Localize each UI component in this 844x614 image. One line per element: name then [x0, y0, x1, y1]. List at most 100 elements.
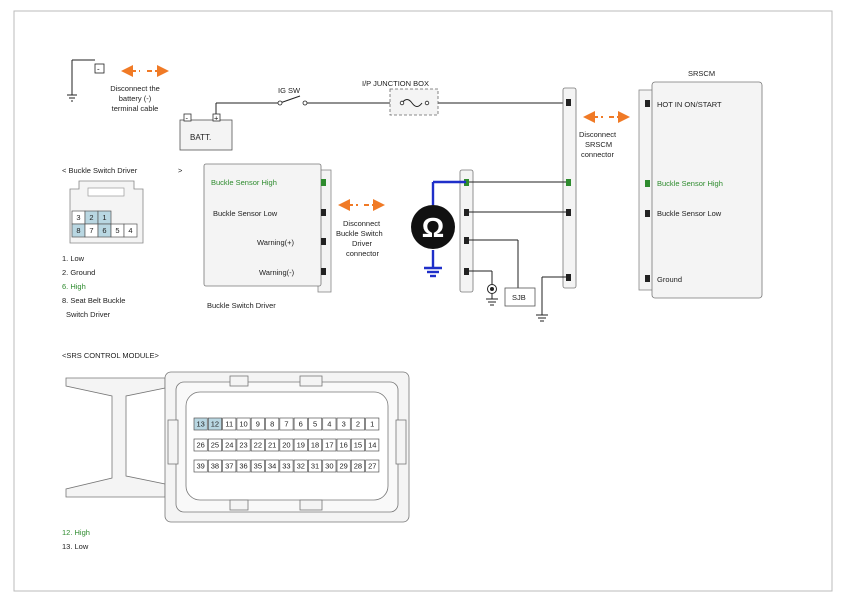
srs-pin-15: 15: [354, 441, 362, 450]
ig-switch-contact-b: [302, 100, 308, 106]
buckle-connector-title: < Buckle Switch Driver: [62, 166, 138, 175]
battery-disconnect-line-1: Disconnect the: [110, 84, 160, 93]
srs-pin-7: 7: [284, 420, 288, 429]
buckle-pin-1: 1: [102, 213, 106, 222]
srs-pin-25-cell: [207, 438, 222, 452]
driver-module-box: [203, 163, 322, 287]
srs-pin-33: 33: [282, 462, 290, 471]
junction-box: [389, 88, 439, 116]
diagram-frame: [13, 10, 833, 592]
srs-pin-5-cell: [308, 417, 323, 431]
srs-pin-1-cell: [365, 417, 380, 431]
sjb-box: [504, 287, 536, 307]
srs-pin-11: 11: [225, 420, 233, 429]
srscm-pin-high: Buckle Sensor High: [657, 179, 723, 188]
buckle-pin-6: 6: [102, 226, 106, 235]
srscm-pin-low: Buckle Sensor Low: [657, 209, 722, 218]
srs-pin-36-cell: [236, 459, 251, 473]
srs-pin-33-cell: [279, 459, 294, 473]
srs-pin-23: 23: [239, 441, 247, 450]
ohmmeter-probe: [424, 180, 466, 278]
srs-pin-8-cell: [265, 417, 280, 431]
srs-pin-17-cell: [322, 438, 337, 452]
srs-pin-39-cell: [193, 459, 208, 473]
srs-pin-5: 5: [313, 420, 317, 429]
buckle-legend-2: 2. Ground: [62, 268, 95, 277]
ohm-symbol: Ω: [422, 212, 444, 243]
ohmmeter-icon: [411, 205, 455, 249]
harness-wires: [469, 181, 566, 315]
buckle-pin-5: 5: [115, 226, 119, 235]
srs-pin-2: 2: [356, 420, 360, 429]
srs-pin-14-cell: [365, 438, 380, 452]
srs-pin-11-cell: [222, 417, 237, 431]
srs-pin-22-cell: [250, 438, 265, 452]
driver-pin-warning-plus: Warning(+): [257, 238, 295, 247]
srs-pin-29-cell: [336, 459, 351, 473]
ig-sw-label: IG SW: [278, 86, 301, 95]
srscm-disconnect-line-1: Disconnect: [579, 130, 617, 139]
srs-pin-21: 21: [268, 441, 276, 450]
srs-pin-30: 30: [325, 462, 333, 471]
srs-pin-3-cell: [336, 417, 351, 431]
srs-pin-39: 39: [196, 462, 204, 471]
srs-pin-35: 35: [254, 462, 262, 471]
fuse-icon: [401, 99, 423, 107]
srs-pin-8: 8: [270, 420, 274, 429]
srs-pin-14: 14: [368, 441, 376, 450]
srs-pin-10: 10: [239, 420, 247, 429]
srs-pin-36: 36: [239, 462, 247, 471]
driver-disconnect-line-4: connector: [346, 249, 379, 258]
driver-disconnect-line-1: Disconnect: [343, 219, 381, 228]
srs-pin-30-cell: [322, 459, 337, 473]
driver-harness-connector: [459, 169, 474, 293]
buckle-legend-1: 1. Low: [62, 254, 85, 263]
srs-legend-2: 13. Low: [62, 542, 89, 551]
ground-symbol-srscm: [536, 314, 548, 322]
buckle-pin-8: 8: [76, 226, 80, 235]
srs-pin-18-cell: [308, 438, 323, 452]
srs-pin-4-cell: [322, 417, 337, 431]
srs-pin-19-cell: [293, 438, 308, 452]
buckle-connector-arrow-mark: >: [178, 166, 183, 175]
srs-pin-20: 20: [282, 441, 290, 450]
srs-pin-15-cell: [350, 438, 365, 452]
buckle-legend-4: 8. Seat Belt Buckle: [62, 296, 125, 305]
battery-neg-terminal: -: [186, 114, 189, 123]
battery-label: BATT.: [190, 133, 211, 142]
srs-pin-23-cell: [236, 438, 251, 452]
srs-pin-18: 18: [311, 441, 319, 450]
srs-pin-35-cell: [250, 459, 265, 473]
battery-pos-terminal: +: [214, 114, 219, 123]
buckle-pin-4: 4: [128, 226, 132, 235]
battery-disconnect-line-2: battery (-): [119, 94, 152, 103]
srs-pin-24: 24: [225, 441, 233, 450]
srscm-disconnect-line-3: connector: [581, 150, 614, 159]
srs-pin-21-cell: [265, 438, 280, 452]
srs-pin-38: 38: [211, 462, 219, 471]
srs-pin-22: 22: [254, 441, 262, 450]
srs-pin-16: 16: [339, 441, 347, 450]
srs-pin-31-cell: [308, 459, 323, 473]
srs-pin-32-cell: [293, 459, 308, 473]
driver-caption: Buckle Switch Driver: [207, 301, 276, 310]
srscm-module-box: [651, 81, 763, 299]
srs-pin-17: 17: [325, 441, 333, 450]
srs-pin-9-cell: [250, 417, 265, 431]
driver-pin-high: Buckle Sensor High: [211, 178, 277, 187]
srs-pin-34-cell: [265, 459, 280, 473]
battery-disconnect-line-3: terminal cable: [112, 104, 159, 113]
srs-pin-28: 28: [354, 462, 362, 471]
srscm-pin-hot: HOT IN ON/START: [657, 100, 722, 109]
srs-pin-32: 32: [297, 462, 305, 471]
srs-pin-24-cell: [222, 438, 237, 452]
driver-pin-low: Buckle Sensor Low: [213, 209, 278, 218]
srs-pin-34: 34: [268, 462, 276, 471]
srscm-module-shadow: [638, 89, 654, 291]
battery-box: - + BATT.: [179, 114, 233, 151]
srs-pin-12-cell: [207, 417, 222, 431]
srs-pin-4: 4: [327, 420, 331, 429]
srs-pin-7-cell: [279, 417, 294, 431]
